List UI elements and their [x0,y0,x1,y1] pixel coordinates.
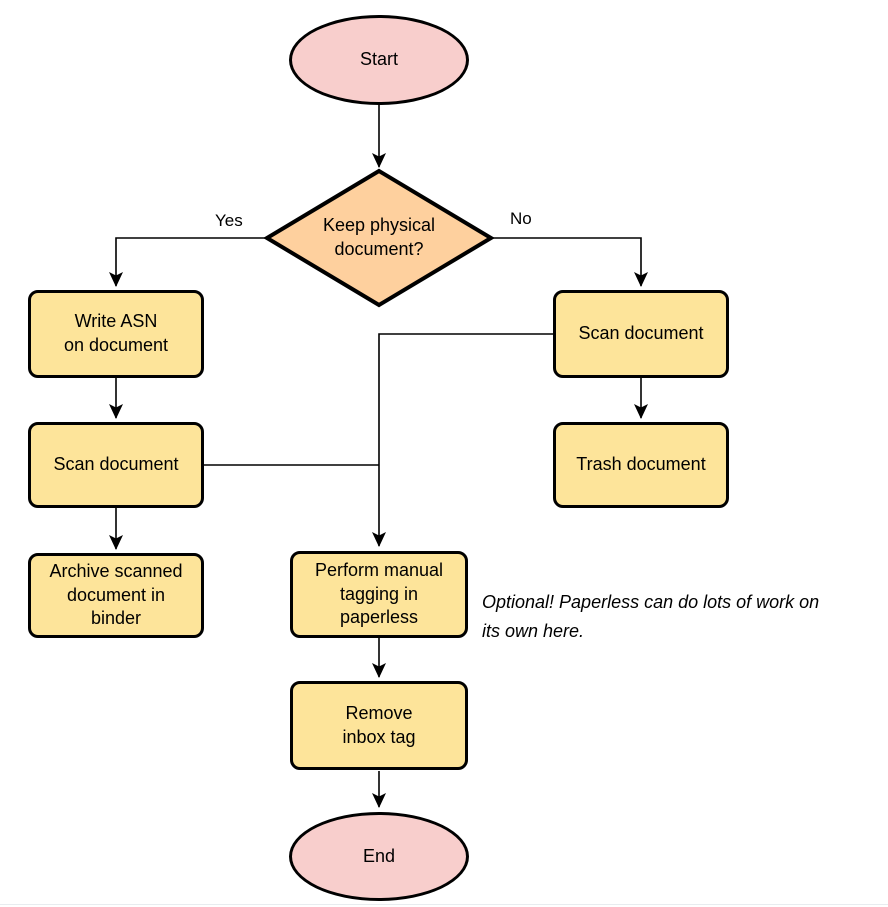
node-scan-document-left: Scan document [28,422,204,508]
node-scan-document-right: Scan document [553,290,729,378]
node-remove-inbox-tag: Remove inbox tag [290,681,468,770]
annotation-optional-note: Optional! Paperless can do lots of work … [482,592,820,641]
node-decision: Keep physical document? [322,215,436,259]
node-end: End [289,812,469,901]
edge-decision-no [491,237,648,287]
decision-diamond-shape [263,168,495,308]
node-archive-binder: Archive scanned document in binder [28,553,204,638]
node-trash-document: Trash document [553,422,729,508]
edge-label-no: No [508,209,534,229]
page-bottom-border [0,904,888,905]
node-start: Start [289,15,469,105]
edge-label-yes: Yes [213,211,245,231]
edge-scanright-to-tagging [372,333,553,547]
node-write-asn: Write ASN on document [28,290,204,378]
edge-decision-yes [109,237,267,287]
node-manual-tagging: Perform manual tagging in paperless [290,551,468,638]
